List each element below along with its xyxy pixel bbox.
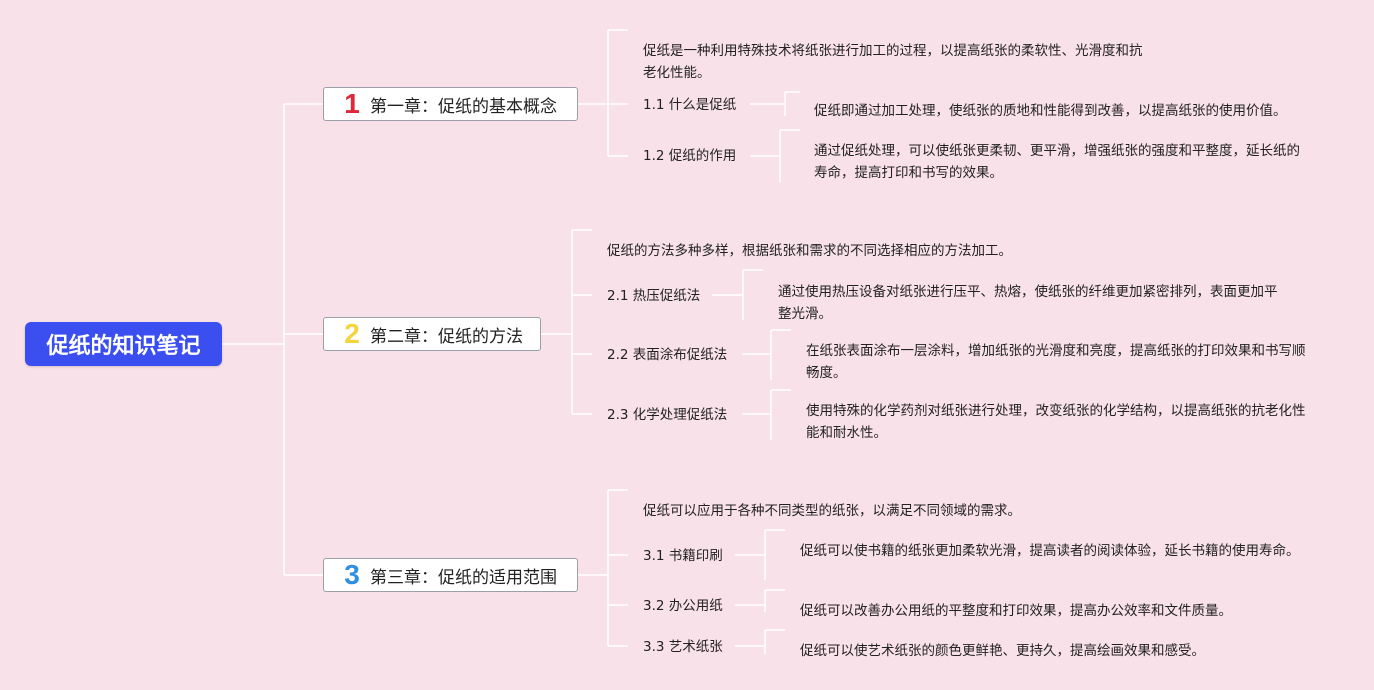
root-topic[interactable]: 促纸的知识笔记 <box>25 322 222 366</box>
chapter-3-title: 第三章：促纸的适用范围 <box>370 567 557 588</box>
section-3-2-label[interactable]: 3.2 办公用纸 <box>643 598 723 614</box>
chapter-2-number-icon: 2 <box>344 318 360 349</box>
section-1-1-label[interactable]: 1.1 什么是促纸 <box>643 97 737 113</box>
root-topic-label: 促纸的知识笔记 <box>46 334 201 359</box>
chapter-1-title: 第一章：促纸的基本概念 <box>370 96 557 117</box>
section-3-3-label[interactable]: 3.3 艺术纸张 <box>643 639 723 655</box>
section-1-1-detail[interactable]: 促纸即通过加工处理，使纸张的质地和性能得到改善，以提高纸张的使用价值。 <box>814 103 1287 119</box>
section-2-1-detail[interactable]: 通过使用热压设备对纸张进行压平、热熔，使纸张的纤维更加紧密排列，表面更加平整光滑… <box>778 284 1278 322</box>
section-1-2-detail[interactable]: 通过促纸处理，可以使纸张更柔韧、更平滑，增强纸张的强度和平整度，延长纸的寿命，提… <box>814 143 1300 181</box>
section-2-2-label[interactable]: 2.2 表面涂布促纸法 <box>607 347 728 363</box>
chapter-1-intro[interactable]: 促纸是一种利用特殊技术将纸张进行加工的过程，以提高纸张的柔软性、光滑度和抗老化性… <box>643 43 1143 81</box>
chapter-2-title: 第二章：促纸的方法 <box>370 326 523 347</box>
chapter-3-node[interactable]: 3 第三章：促纸的适用范围 <box>323 558 578 592</box>
chapter-1-node[interactable]: 1 第一章：促纸的基本概念 <box>323 87 578 121</box>
section-3-2-detail[interactable]: 促纸可以改善办公用纸的平整度和打印效果，提高办公效率和文件质量。 <box>800 603 1232 619</box>
section-2-2-detail[interactable]: 在纸张表面涂布一层涂料，增加纸张的光滑度和亮度，提高纸张的打印效果和书写顺畅度。 <box>806 343 1306 381</box>
section-1-2-label[interactable]: 1.2 促纸的作用 <box>643 148 737 164</box>
chapter-3-number-icon: 3 <box>344 559 360 590</box>
chapter-1-number-icon: 1 <box>344 88 360 119</box>
chapter-2-node[interactable]: 2 第二章：促纸的方法 <box>323 317 541 351</box>
section-3-3-detail[interactable]: 促纸可以使艺术纸张的颜色更鲜艳、更持久，提高绘画效果和感受。 <box>800 643 1205 659</box>
section-3-1-detail[interactable]: 促纸可以使书籍的纸张更加柔软光滑，提高读者的阅读体验，延长书籍的使用寿命。 <box>800 543 1300 559</box>
chapter-3-intro[interactable]: 促纸可以应用于各种不同类型的纸张，以满足不同领域的需求。 <box>643 503 1021 519</box>
section-2-3-label[interactable]: 2.3 化学处理促纸法 <box>607 407 728 423</box>
section-2-3-detail[interactable]: 使用特殊的化学药剂对纸张进行处理，改变纸张的化学结构，以提高纸张的抗老化性能和耐… <box>806 403 1306 441</box>
section-3-1-label[interactable]: 3.1 书籍印刷 <box>643 548 723 564</box>
section-2-1-label[interactable]: 2.1 热压促纸法 <box>607 288 701 304</box>
chapter-2-intro[interactable]: 促纸的方法多种多样，根据纸张和需求的不同选择相应的方法加工。 <box>607 243 1012 259</box>
